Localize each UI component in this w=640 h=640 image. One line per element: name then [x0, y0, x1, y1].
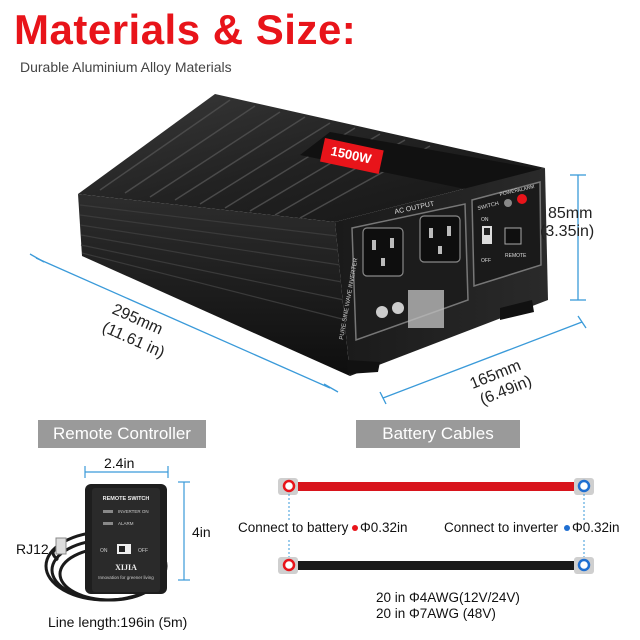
height-mm-label: 85mm — [548, 205, 593, 222]
inverter-dot — [564, 525, 570, 531]
watt-badge — [320, 138, 384, 174]
inverter-on-led — [103, 510, 113, 513]
cable-spec-2: 20 in Φ7AWG (48V) — [376, 606, 496, 621]
inverter-on-text: INVERTER ON — [118, 509, 149, 514]
switch-label: SWITCH — [477, 201, 500, 212]
page-title: Materials & Size: — [14, 6, 357, 53]
remote-label: REMOTE — [505, 253, 527, 259]
remote-slogan: Innovation for greener living — [98, 575, 154, 580]
terminal-screw-1 — [376, 306, 388, 318]
inverter-side-face — [78, 194, 350, 376]
dimension-lines — [29, 174, 587, 405]
battery-dot — [352, 525, 358, 531]
remote-off-text: OFF — [138, 548, 148, 554]
cable-spec-1: 20 in Φ4AWG(12V/24V) — [376, 590, 520, 605]
off-label: OFF — [481, 258, 491, 264]
battery-cables-pill: Battery Cables — [356, 420, 520, 448]
battery-diameter-label: Φ0.32in — [360, 520, 408, 535]
alarm-label: ALARM — [517, 184, 535, 194]
rj12-plug — [55, 537, 67, 555]
connect-battery-label: Connect to battery — [238, 520, 349, 535]
width-dimension-line — [382, 321, 583, 399]
remote-port-graphic — [504, 227, 522, 245]
red-cable — [296, 482, 576, 491]
terminal-screw-2 — [392, 302, 404, 314]
power-label: POWER — [499, 187, 519, 197]
height-in-label: (3.35in) — [540, 223, 595, 240]
remote-controller-pill: Remote Controller — [38, 420, 206, 448]
remote-width-label: 2.4in — [104, 455, 135, 471]
inverter-diameter-label: Φ0.32in — [572, 520, 620, 535]
on-label: ON — [481, 217, 489, 223]
power-led — [504, 199, 512, 207]
battery-terminal-cover — [408, 290, 444, 328]
remote-panel-title: REMOTE SWITCH — [103, 496, 150, 502]
inverter-top-face — [78, 94, 545, 222]
alarm-text-remote: ALARM — [118, 521, 134, 526]
page-subtitle: Durable Aluminium Alloy Materials — [20, 59, 232, 75]
length-dimension-line — [35, 257, 331, 389]
remote-brand: XIJIA — [115, 563, 137, 572]
connect-inverter-label: Connect to inverter — [444, 520, 559, 535]
remote-height-label: 4in — [192, 524, 211, 540]
black-cable — [296, 561, 576, 570]
alarm-led — [517, 194, 527, 204]
alarm-led-remote — [103, 522, 113, 525]
cable-length-label: Line length:196in (5m) — [48, 614, 188, 630]
remote-on-text: ON — [100, 548, 108, 554]
rj12-label: RJ12 — [16, 541, 49, 557]
